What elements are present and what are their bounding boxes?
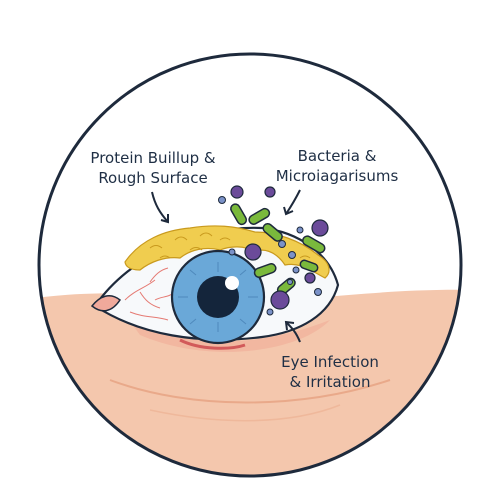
eye-highlight <box>225 276 239 290</box>
skin-crease <box>149 404 341 422</box>
protein-texture <box>149 232 311 259</box>
label-bacteria-line2: Microiagarisums <box>275 167 399 185</box>
label-bacteria: Bacteria & Microiagarisums <box>262 146 412 186</box>
frame-circle <box>37 52 463 478</box>
iris-texture <box>178 262 258 332</box>
label-infection: Eye Infection & Irritation <box>270 352 390 392</box>
pointer-arrows <box>151 189 301 343</box>
arrow-bacteria-head <box>283 206 294 216</box>
label-bacteria-line1: Bacteria & <box>297 147 377 165</box>
label-protein-line1: Protein Buillup & <box>90 149 216 167</box>
label-protein-line2: Rough Surface <box>98 169 208 187</box>
arrow-protein-head <box>160 214 169 224</box>
arrow-bacteria <box>285 189 301 215</box>
microbes <box>218 185 329 316</box>
label-infection-line1: Eye Infection <box>281 353 379 371</box>
label-infection-line2: & Irritation <box>289 373 371 391</box>
arrow-infection-head <box>284 320 295 331</box>
tear-duct <box>90 295 122 312</box>
lower-lid <box>118 305 330 352</box>
lid-line <box>179 338 246 350</box>
arrow-infection <box>285 321 301 343</box>
arrow-protein <box>151 191 169 223</box>
label-protein-buildup: Protein Buillup & Rough Surface <box>88 148 218 188</box>
blood-veins <box>124 267 176 321</box>
skin-crease <box>109 379 391 404</box>
